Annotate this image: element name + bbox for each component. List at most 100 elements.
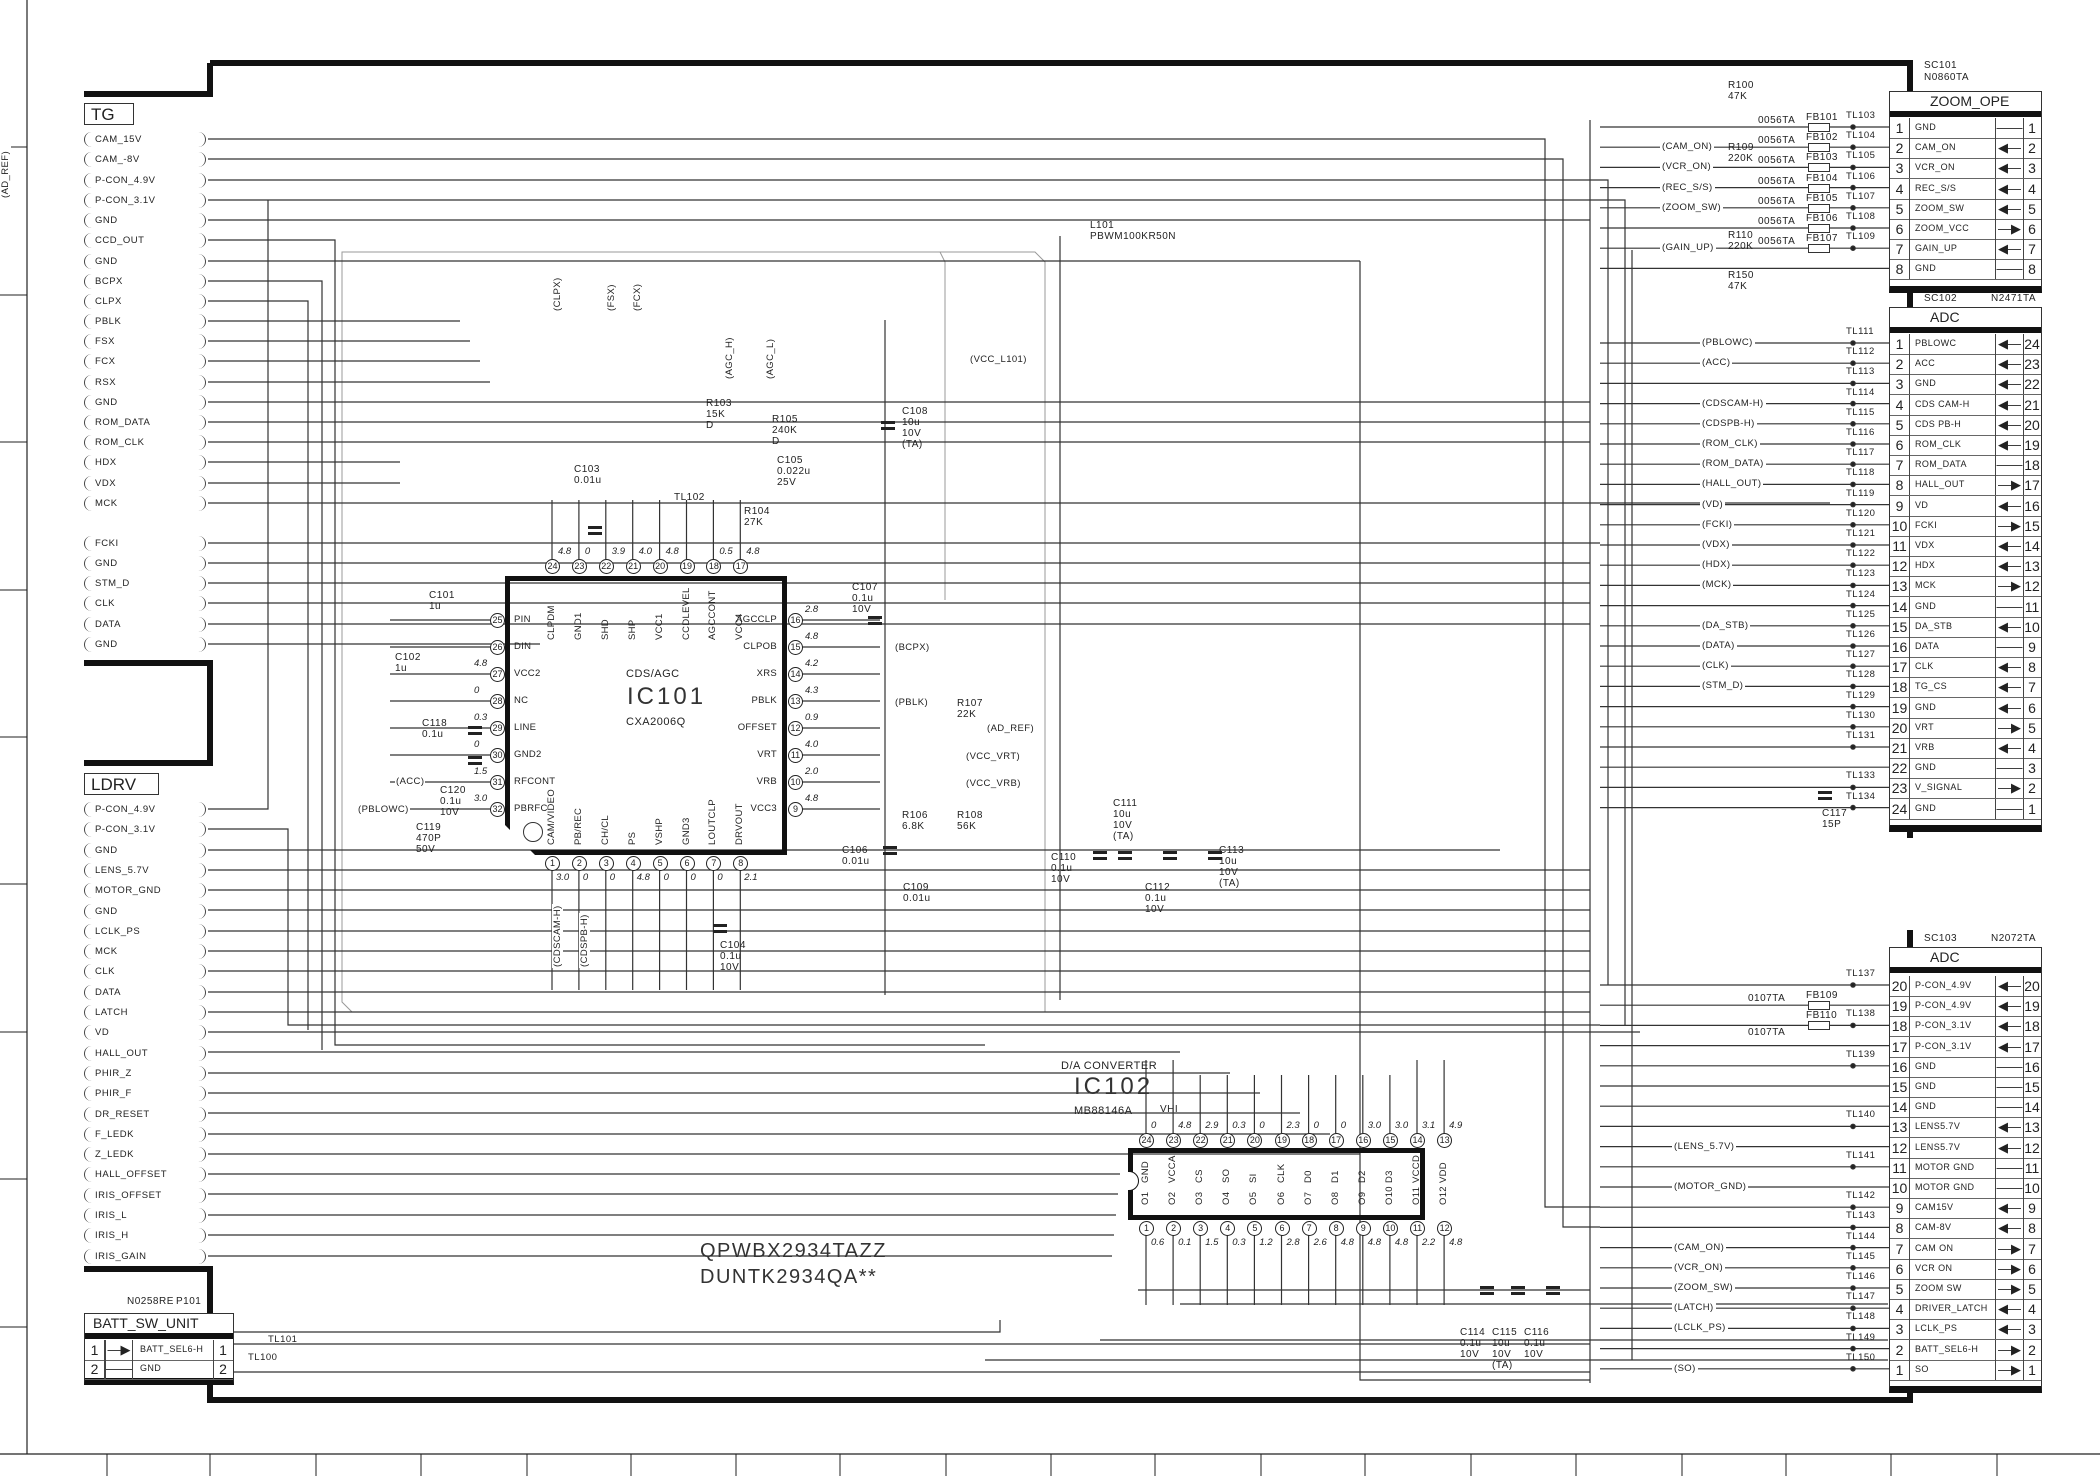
arrow-left-icon: ◀—	[1995, 239, 2024, 260]
ic102-pin: 4	[1220, 1221, 1236, 1236]
junction-dot	[1850, 1305, 1856, 1312]
pin-name: VCCA	[1167, 1155, 1179, 1183]
ic102-pin: 15	[1382, 1133, 1398, 1148]
component-ref: R108	[957, 810, 983, 821]
arrow-left-icon: ◀—	[1995, 138, 2024, 159]
arrow-left-icon: ◀—	[1995, 495, 2024, 516]
pin-voltage: 4.8	[805, 631, 819, 642]
pin-voltage: 4.0	[638, 546, 652, 557]
pin-label: TG_CS	[1915, 681, 1948, 692]
pin-number: 1	[1890, 334, 1910, 354]
component-ref: C109	[903, 882, 929, 893]
net-label: (VCC_L101)	[969, 354, 1028, 365]
ldrv-signal-p-con-3-1v: P-CON_3.1V	[84, 822, 206, 838]
test-point-label: TL148	[1846, 1311, 1876, 1323]
mating-pin-number: 6	[2028, 221, 2036, 237]
pin-number: 6	[1890, 435, 1910, 455]
test-point-label: TL103	[1846, 110, 1876, 121]
component-ref: C104	[720, 940, 746, 951]
junction-dot	[1850, 1265, 1856, 1271]
ldrv-signal-iris-gain: IRIS_GAIN	[84, 1248, 206, 1264]
pin-voltage: 4.8	[1394, 1237, 1409, 1248]
pin-name: RFCONT	[514, 776, 556, 787]
test-point-label: TL127	[1846, 649, 1876, 661]
net-label: (CLK)	[1700, 660, 1731, 672]
mating-pin-number: 16	[2024, 497, 2040, 514]
pin-number: 1	[1890, 1359, 1910, 1380]
test-point-label: TL116	[1846, 427, 1875, 438]
pin-name: SO	[1221, 1168, 1233, 1183]
arrow-left-icon: ◀—	[1995, 1137, 2024, 1158]
component-ref: C120	[440, 785, 466, 796]
net-label: (VCR_ON)	[1672, 1261, 1726, 1273]
net-label: (FSX)	[606, 283, 617, 312]
tg-signal-clpx: CLPX	[84, 294, 206, 309]
test-point-label: TL109	[1846, 231, 1876, 243]
arrow-left-icon: ◀—	[1995, 556, 2024, 577]
tg-signal-pblk: PBLK	[84, 314, 206, 329]
component-value: 0.1u 10V	[1051, 863, 1073, 885]
junction-dot	[1850, 562, 1856, 569]
pin-voltage: 4.8	[1367, 1237, 1382, 1248]
ic101-pin: 11	[788, 748, 803, 763]
batt-ref: P101	[176, 1296, 202, 1307]
arrow-right-icon: —▶	[1995, 1279, 2024, 1299]
test-point-label: TL106	[1846, 170, 1876, 182]
pin-name: D3	[1383, 1170, 1395, 1183]
junction-dot	[1850, 982, 1856, 988]
component-value: 0.1u 10V	[720, 951, 742, 973]
pin-number: 13	[1890, 576, 1910, 597]
pin-name: VCC1	[653, 613, 665, 640]
test-point-label: TL140	[1846, 1109, 1876, 1121]
component-ref: C107	[852, 582, 878, 593]
ic102-pin: 17	[1328, 1133, 1344, 1148]
pin-name: PBLK	[751, 695, 777, 706]
pin-name: O3	[1194, 1191, 1206, 1205]
mating-pin-number: 20	[2024, 416, 2040, 433]
ldrv-signal-dr-reset: DR_RESET	[84, 1106, 206, 1122]
mating-pin-number: 11	[2024, 598, 2040, 615]
junction-dot	[1850, 225, 1856, 231]
junction-dot	[1850, 521, 1856, 528]
pin-label: LENS5.7V	[1915, 1121, 1961, 1132]
pin-number: 17	[1890, 1036, 1910, 1057]
test-point-label: TL113	[1846, 366, 1875, 378]
pin-number: 18	[1890, 1016, 1910, 1037]
mating-pin-number: 1	[2028, 120, 2036, 136]
tg-signal-cam-15v: CAM_15V	[84, 132, 206, 147]
pin-voltage: 1.5	[474, 766, 488, 777]
pin-voltage: 0.6	[1151, 1237, 1165, 1248]
pin-voltage: 0	[1151, 1120, 1157, 1131]
pin-voltage: 0	[609, 872, 616, 883]
ldrv-signal-iris-h: IRIS_H	[84, 1228, 206, 1244]
arrow-left-icon: ◀—	[1995, 657, 2024, 678]
pin-voltage: 4.8	[746, 546, 760, 557]
test-point-label: TL112	[1846, 346, 1875, 358]
net-label: (MCK)	[1700, 579, 1734, 591]
ferrite-bead-symbol	[1808, 143, 1830, 153]
arrow-left-icon: ◀—	[1995, 334, 2024, 354]
test-point-label: TL145	[1846, 1250, 1876, 1262]
pin-label: P-CON_3.1V	[1915, 1020, 1972, 1031]
ferrite-bead-part: 0056TA	[1758, 175, 1796, 187]
pin-label: P-CON_3.1V	[1915, 1040, 1972, 1051]
net-label: (VCR_ON)	[1660, 161, 1714, 173]
pin-voltage: 4.8	[558, 546, 572, 557]
pin-voltage: 2.1	[744, 872, 758, 883]
component-ref: R106	[902, 810, 928, 821]
mating-pin-number: 5	[2028, 200, 2036, 217]
mating-pin-number: 12	[2024, 1139, 2040, 1156]
junction-dot	[1850, 205, 1856, 211]
ic101-function: CDS/AGC	[626, 668, 680, 680]
component-value: 0.1u 10V	[1460, 1338, 1482, 1360]
